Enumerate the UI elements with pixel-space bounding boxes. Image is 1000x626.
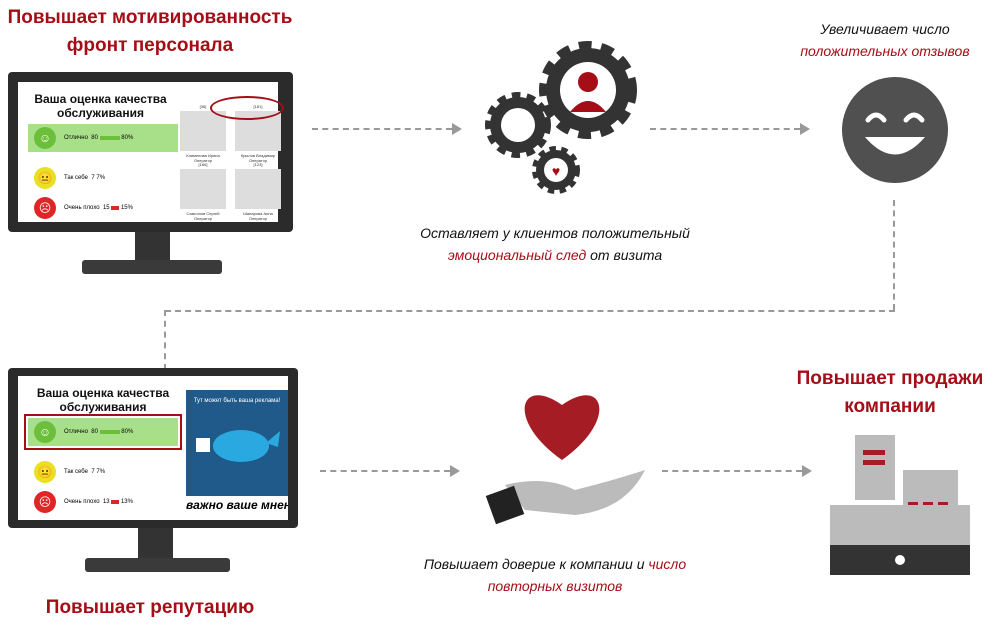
caption-highlight: эмоциональный след bbox=[447, 247, 587, 263]
ad-title: Тут может быть ваша реклама! bbox=[193, 398, 281, 404]
staff-name: Самсонов Сергей bbox=[186, 211, 220, 216]
row-count: 80 bbox=[91, 135, 98, 141]
row-label: Отлично bbox=[64, 429, 88, 435]
staff-name: Клименова Ирина bbox=[186, 153, 220, 158]
caption-line: Увеличивает число bbox=[820, 21, 950, 37]
row-count: 7 bbox=[91, 175, 95, 181]
arrow-head bbox=[450, 465, 460, 477]
arrow bbox=[893, 200, 895, 310]
svg-text:♥: ♥ bbox=[552, 163, 560, 179]
caption-emotional: Оставляет у клиентов положительный эмоцио… bbox=[390, 222, 720, 266]
survey-row-bad: ☹ Очень плохо 13 13% bbox=[28, 488, 178, 516]
staff-photo bbox=[180, 111, 226, 151]
gears-icon: ♥ bbox=[485, 41, 637, 194]
arrow-head bbox=[452, 123, 462, 135]
row-percent: 15% bbox=[120, 205, 133, 211]
row-label: Отлично bbox=[64, 135, 88, 141]
row-label: Так себе bbox=[64, 469, 88, 475]
caption-line: Повышает доверие к компании и bbox=[423, 556, 649, 572]
monitor-screen: Ваша оценка качества обслуживания ☺ Отлич… bbox=[18, 376, 288, 520]
row-percent: 7% bbox=[96, 175, 106, 181]
caption-trust: Повышает доверие к компании и число повто… bbox=[390, 553, 720, 597]
survey-row-excellent: ☺ Отлично 80 80% bbox=[24, 414, 182, 450]
smiley-icon bbox=[842, 77, 948, 183]
monitor-stand bbox=[138, 528, 173, 558]
survey-row-excellent: ☺ Отлично 80 80% bbox=[28, 124, 178, 152]
survey-row-so-so: 😐 Так себе 7 7% bbox=[28, 164, 178, 192]
caption-highlight: положительных отзывов bbox=[800, 43, 970, 59]
monitor-base bbox=[85, 558, 230, 572]
staff-role: Оператор bbox=[248, 158, 268, 163]
caption-reviews: Увеличивает число положительных отзывов bbox=[780, 18, 990, 62]
monitor-screen: Ваша оценка качества обслуживания ☺ Отлич… bbox=[18, 82, 284, 222]
arrow bbox=[164, 310, 166, 370]
staff-name: Шанарова Анна bbox=[243, 211, 273, 216]
staff-photo bbox=[235, 169, 281, 209]
monitor-bottom: Ваша оценка качества обслуживания ☺ Отлич… bbox=[8, 368, 298, 528]
staff-photo bbox=[180, 169, 226, 209]
ad-footer: важно ваше мнени bbox=[186, 498, 288, 512]
row-percent: 13% bbox=[120, 499, 133, 505]
row-label: Очень плохо bbox=[64, 499, 100, 505]
staff-reviews: [36] bbox=[199, 104, 207, 109]
staff-role: Оператор bbox=[193, 216, 213, 221]
highlight-ellipse bbox=[210, 96, 284, 120]
caption-line: Оставляет у клиентов положительный bbox=[420, 225, 690, 241]
staff-role: Оператор bbox=[193, 158, 213, 163]
row-percent: 80% bbox=[121, 429, 134, 435]
ad-banner: Тут может быть ваша реклама! bbox=[186, 390, 288, 496]
survey-title: Ваша оценка качества обслуживания bbox=[36, 386, 170, 414]
staff-role: Оператор bbox=[248, 216, 268, 221]
arrow bbox=[165, 310, 895, 312]
arrow bbox=[320, 470, 450, 472]
caption-highlight: число bbox=[648, 556, 687, 572]
monitor-stand bbox=[135, 232, 170, 262]
row-percent: 7% bbox=[96, 469, 106, 475]
neutral-face-icon: 😐 bbox=[34, 461, 56, 483]
sad-face-icon: ☹ bbox=[34, 197, 56, 219]
survey-title: Ваша оценка качества обслуживания bbox=[34, 92, 167, 120]
row-label: Очень плохо bbox=[64, 205, 100, 211]
sad-face-icon: ☹ bbox=[34, 491, 56, 513]
staff-reviews: [166] bbox=[198, 162, 208, 167]
smile-icon: ☺ bbox=[34, 127, 56, 149]
row-count: 13 bbox=[102, 499, 110, 505]
heading-sales: Повышает продажи компании bbox=[796, 368, 984, 417]
cash-register-icon bbox=[830, 435, 970, 575]
row-label: Так себе bbox=[64, 175, 88, 181]
heading-reputation: Повышает репутацию компании bbox=[45, 597, 255, 626]
row-count: 80 bbox=[91, 429, 98, 435]
arrow-head bbox=[802, 465, 812, 477]
neutral-face-icon: 😐 bbox=[34, 167, 56, 189]
arrow bbox=[312, 128, 452, 130]
row-count: 7 bbox=[91, 469, 95, 475]
arrow bbox=[662, 470, 802, 472]
monitor-top: Ваша оценка качества обслуживания ☺ Отлич… bbox=[8, 72, 293, 232]
survey-row-so-so: 😐 Так себе 7 7% bbox=[28, 458, 178, 486]
arrow bbox=[650, 128, 800, 130]
staff-reviews: [123] bbox=[253, 162, 263, 167]
arrow-head bbox=[800, 123, 810, 135]
survey-row-bad: ☹ Очень плохо 15 15% bbox=[28, 194, 178, 222]
row-count: 15 bbox=[102, 205, 110, 211]
monitor-base bbox=[82, 260, 222, 274]
heart-in-hand-icon bbox=[485, 395, 645, 525]
row-percent: 80% bbox=[121, 135, 134, 141]
smile-icon: ☺ bbox=[34, 421, 56, 443]
whale-icon bbox=[196, 430, 280, 462]
caption-line: от визита bbox=[586, 247, 663, 263]
staff-name: Крылов Владимир bbox=[240, 153, 276, 158]
heading-motivation: Повышает мотивированность фронт персонал… bbox=[7, 7, 293, 56]
caption-highlight: повторных визитов bbox=[487, 578, 623, 594]
